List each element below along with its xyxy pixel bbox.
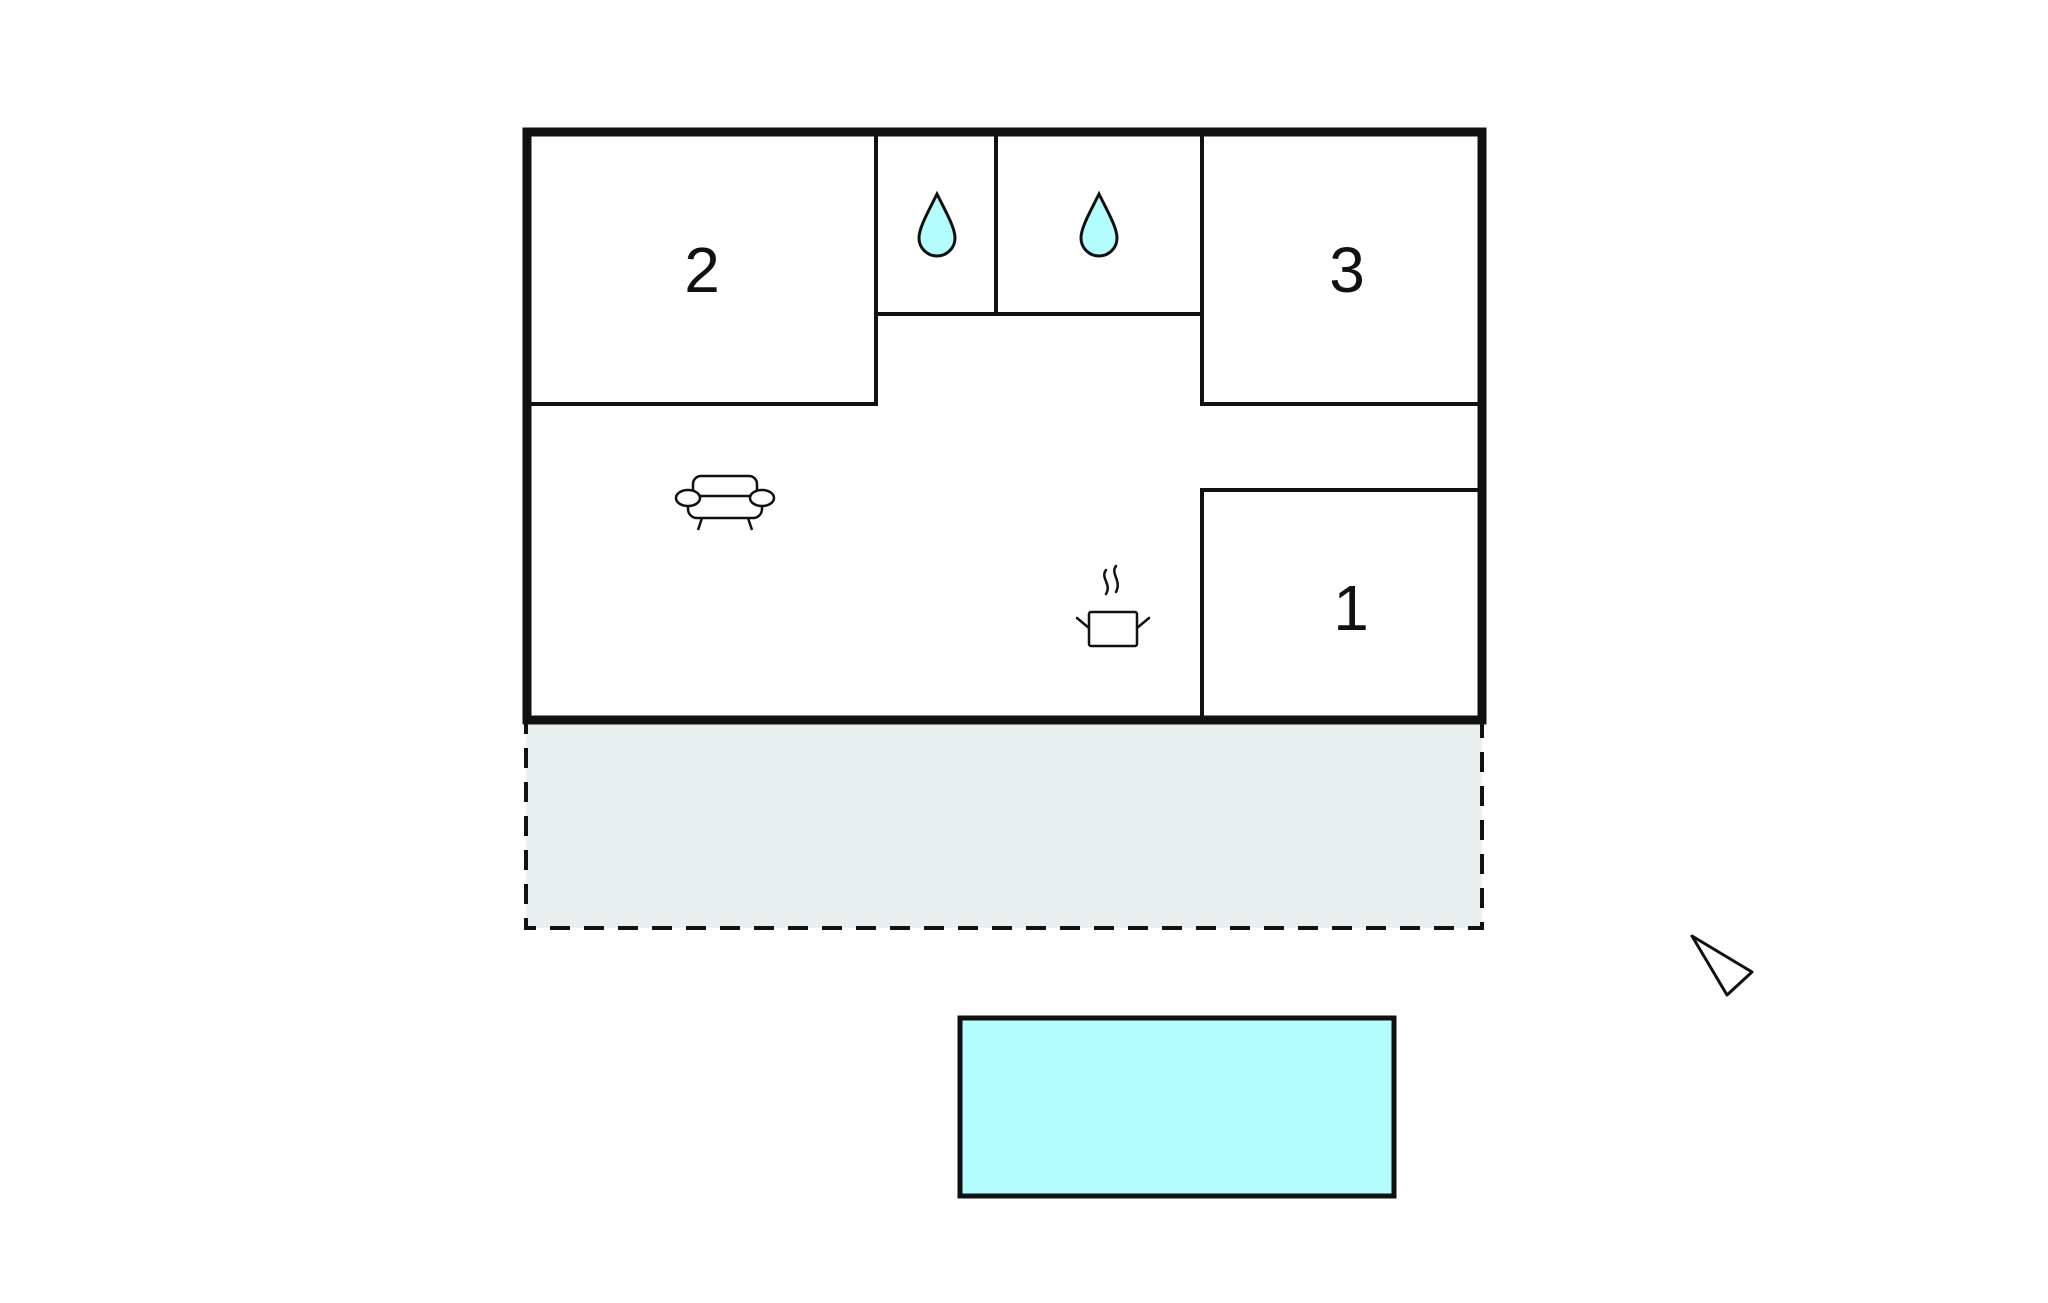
north-arrow-icon xyxy=(1690,934,1754,997)
terrace-area xyxy=(524,720,1484,930)
interior-walls xyxy=(529,133,1480,718)
water-drop-icon xyxy=(1079,190,1119,258)
room-label-bedroom-2: 2 xyxy=(684,234,720,306)
room-label-bedroom-1: 1 xyxy=(1333,572,1369,644)
room-label-bedroom-3: 3 xyxy=(1329,234,1365,306)
water-drop-icon xyxy=(917,190,957,258)
cooking-pot-icon xyxy=(1075,564,1151,648)
swimming-pool xyxy=(957,1015,1397,1199)
sofa-icon xyxy=(674,474,776,531)
outer-walls xyxy=(522,127,1487,725)
